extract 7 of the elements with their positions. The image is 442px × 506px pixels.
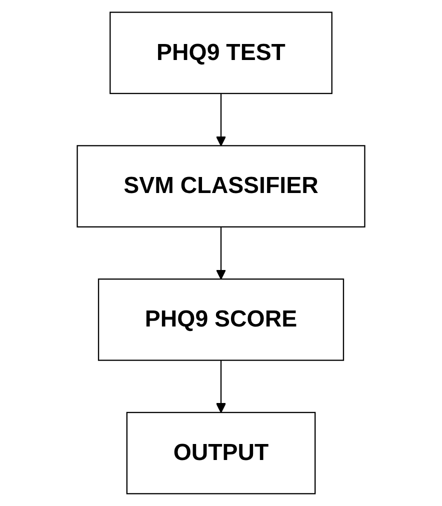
node-box: OUTPUT <box>126 412 316 494</box>
node-box: SVM CLASSIFIER <box>76 145 366 228</box>
arrow <box>216 94 226 146</box>
node-box: PHQ9 SCORE <box>98 278 344 361</box>
arrow <box>216 360 226 413</box>
arrow <box>216 226 226 280</box>
node-box: PHQ9 TEST <box>110 12 332 94</box>
